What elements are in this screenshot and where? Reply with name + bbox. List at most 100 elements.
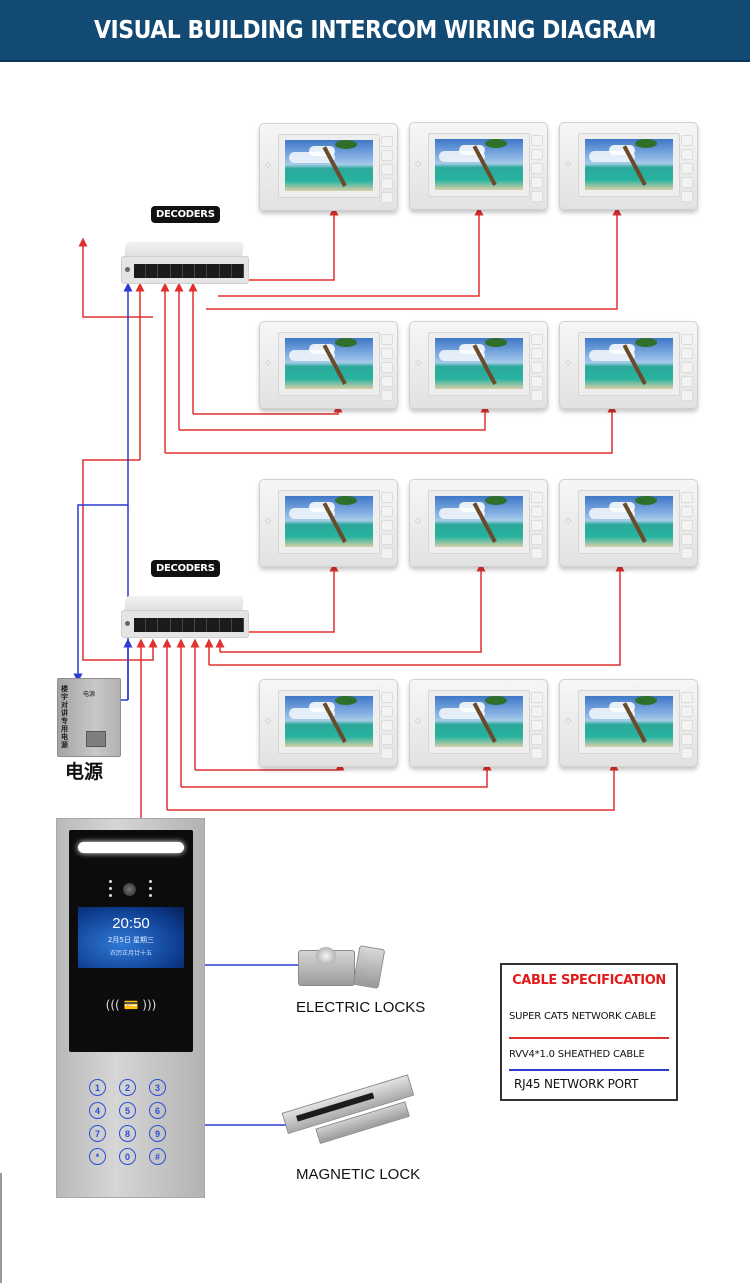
- power-d2: [120, 643, 128, 701]
- indoor-monitor: ◇: [259, 123, 398, 211]
- monitor-screen: [585, 139, 673, 190]
- title-banner: VISUAL BUILDING INTERCOM WIRING DIAGRAM: [0, 0, 750, 62]
- cable-d2-m11: [181, 761, 492, 788]
- cable-d2-m12: [167, 761, 619, 811]
- magnetic-lock-label: MAGNETIC LOCK: [296, 1166, 421, 1183]
- monitor-buttons: [381, 692, 393, 762]
- monitor-buttons: [531, 334, 543, 404]
- monitor-screen: [585, 338, 673, 389]
- indoor-monitor: ◇: [559, 679, 698, 767]
- monitor-buttons: [531, 135, 543, 205]
- speaker-grille-icon: ◇: [415, 159, 422, 168]
- legend-item-rvv: RVV4*1.0 SHEATHED CABLE: [509, 1049, 645, 1060]
- cable-d1-m1: [248, 206, 339, 281]
- ir-led-icon: [109, 887, 112, 890]
- monitor-buttons: [531, 492, 543, 562]
- ir-led-icon: [149, 880, 152, 883]
- rfid-card-icon: ((( 💳 ))): [105, 998, 157, 1012]
- monitor-buttons: [531, 692, 543, 762]
- indoor-monitor: ◇: [409, 321, 548, 409]
- indoor-monitor: ◇: [409, 479, 548, 567]
- electric-lock-image: [298, 945, 386, 989]
- speaker-grille-icon: ◇: [265, 716, 272, 725]
- monitor-buttons: [681, 492, 693, 562]
- legend-item-cat5: SUPER CAT5 NETWORK CABLE: [509, 1011, 656, 1022]
- cable-specification-legend: CABLE SPECIFICATION SUPER CAT5 NETWORK C…: [500, 963, 678, 1101]
- diagram-title: VISUAL BUILDING INTERCOM WIRING DIAGRAM: [94, 16, 656, 44]
- monitor-screen: [285, 140, 373, 191]
- power-supply-logo: 电源: [83, 691, 96, 698]
- monitor-screen: [285, 696, 373, 747]
- decoder-unit-1: [121, 242, 249, 284]
- indoor-monitor: ◇: [559, 321, 698, 409]
- cable-d2-m7: [248, 562, 339, 633]
- monitor-screen: [435, 496, 523, 547]
- power-supply-body-text: 楼宇对讲专用电源: [61, 685, 68, 749]
- light-bar-icon: [78, 842, 184, 853]
- keypad-key[interactable]: 2: [119, 1079, 136, 1096]
- speaker-grille-icon: ◇: [415, 516, 422, 525]
- keypad-key[interactable]: 1: [89, 1079, 106, 1096]
- monitor-screen: [435, 139, 523, 190]
- keypad-key[interactable]: 8: [119, 1125, 136, 1142]
- legend-line-red: [509, 1037, 669, 1039]
- indoor-monitor: ◇: [559, 122, 698, 210]
- ir-led-icon: [109, 894, 112, 897]
- speaker-grille-icon: ◇: [565, 159, 572, 168]
- indoor-monitor: ◇: [409, 122, 548, 210]
- cable-d2-m9: [209, 562, 625, 666]
- monitor-buttons: [681, 334, 693, 404]
- speaker-grille-icon: ◇: [565, 516, 572, 525]
- cable-d1-m6: [165, 403, 617, 454]
- decoder-badge-2: DECODERS: [151, 560, 220, 577]
- keypad-key[interactable]: 6: [149, 1102, 166, 1119]
- monitor-buttons: [681, 692, 693, 762]
- legend-title: CABLE SPECIFICATION: [512, 973, 666, 988]
- cable-d2-m8: [220, 562, 486, 653]
- monitor-buttons: [381, 136, 393, 206]
- rj45-ports: [134, 618, 244, 632]
- speaker-grille-icon: ◇: [265, 516, 272, 525]
- cable-d1-m5: [179, 403, 490, 431]
- speaker-grille-icon: ◇: [415, 358, 422, 367]
- decoder-unit-2: [121, 596, 249, 638]
- indoor-monitor: ◇: [259, 321, 398, 409]
- indoor-monitor: ◇: [409, 679, 548, 767]
- keypad-key[interactable]: 0: [119, 1148, 136, 1165]
- dc-port-icon: [125, 267, 130, 272]
- speaker-grille-icon: ◇: [565, 358, 572, 367]
- monitor-screen: [285, 496, 373, 547]
- indoor-monitor: ◇: [559, 479, 698, 567]
- keypad-key[interactable]: *: [89, 1148, 106, 1165]
- speaker-grille-icon: ◇: [265, 358, 272, 367]
- monitor-buttons: [381, 492, 393, 562]
- dc-port-icon: [125, 621, 130, 626]
- keypad-key[interactable]: 3: [149, 1079, 166, 1096]
- screen-date: 2月5日 星期三: [107, 936, 155, 944]
- keypad-key[interactable]: #: [149, 1148, 166, 1165]
- camera-icon: [123, 883, 136, 896]
- monitor-screen: [585, 496, 673, 547]
- keypad-key[interactable]: 5: [119, 1102, 136, 1119]
- speaker-grille-icon: ◇: [565, 716, 572, 725]
- legend-item-rj45: RJ45 NETWORK PORT: [514, 1077, 639, 1091]
- edge-divider: [0, 1173, 2, 1283]
- rj45-ports: [134, 264, 244, 278]
- monitor-buttons: [681, 135, 693, 205]
- screen-time: 20:50: [112, 915, 150, 932]
- monitor-screen: [585, 696, 673, 747]
- power-supply-label: 电源: [65, 761, 104, 783]
- monitor-screen: [435, 696, 523, 747]
- keypad-key[interactable]: 7: [89, 1125, 106, 1142]
- speaker-grille-icon: ◇: [415, 716, 422, 725]
- magnetic-lock-image: [281, 1068, 418, 1158]
- ir-led-icon: [109, 880, 112, 883]
- ir-led-icon: [149, 894, 152, 897]
- monitor-buttons: [381, 334, 393, 404]
- nameplate-icon: [86, 731, 106, 747]
- power-supply: 楼宇对讲专用电源 电源: [57, 678, 121, 757]
- keypad-key[interactable]: 9: [149, 1125, 166, 1142]
- keypad-key[interactable]: 4: [89, 1102, 106, 1119]
